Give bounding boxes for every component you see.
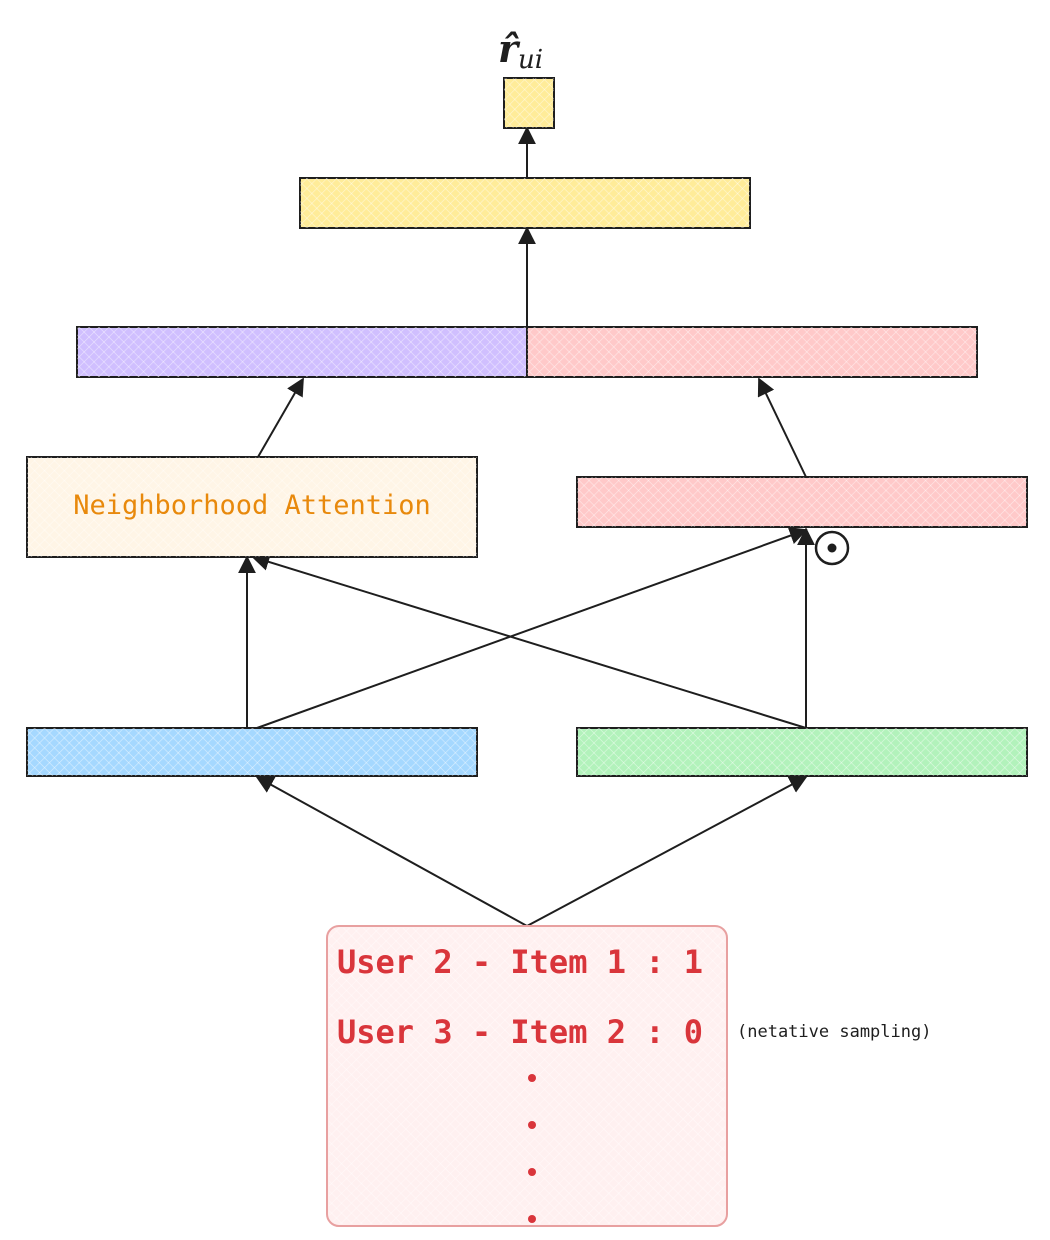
sample-row-1: User 2 - Item 1 : 1 [337, 943, 703, 981]
connections [238, 126, 815, 927]
hadamard-product-icon [814, 530, 850, 566]
user-embedding [26, 727, 478, 777]
sample-row-2: User 3 - Item 2 : 0 [337, 1013, 703, 1051]
output-label: r̂ui [498, 26, 543, 75]
output-symbol: r̂ [498, 26, 521, 71]
output-node [503, 77, 555, 129]
input-samples: User 2 - Item 1 : 1 User 3 - Item 2 : 0 [326, 925, 728, 1227]
attention-block: Neighborhood Attention [26, 456, 478, 558]
arrow-input-to-user-embedding [255, 776, 528, 927]
arrow-input-to-item-embedding [526, 776, 808, 927]
arrow-gmf-to-concat [757, 377, 807, 478]
arrow-user-embedding-to-gmf [256, 527, 808, 729]
item-embedding [576, 727, 1028, 777]
hidden-layer [299, 177, 751, 229]
arrow-attention-to-concat [257, 377, 304, 458]
gmf-layer [576, 476, 1028, 528]
ellipsis-dot [528, 1215, 536, 1223]
arrow-item-embedding-to-attention [251, 553, 807, 729]
negative-sampling-note: (netative sampling) [737, 1022, 931, 1042]
concat-layer [76, 326, 978, 378]
ellipsis-dot [528, 1074, 536, 1082]
ellipsis-dot [528, 1168, 536, 1176]
output-subscript: ui [518, 45, 543, 75]
attention-label: Neighborhood Attention [73, 490, 431, 521]
ellipsis-dot [528, 1121, 536, 1129]
